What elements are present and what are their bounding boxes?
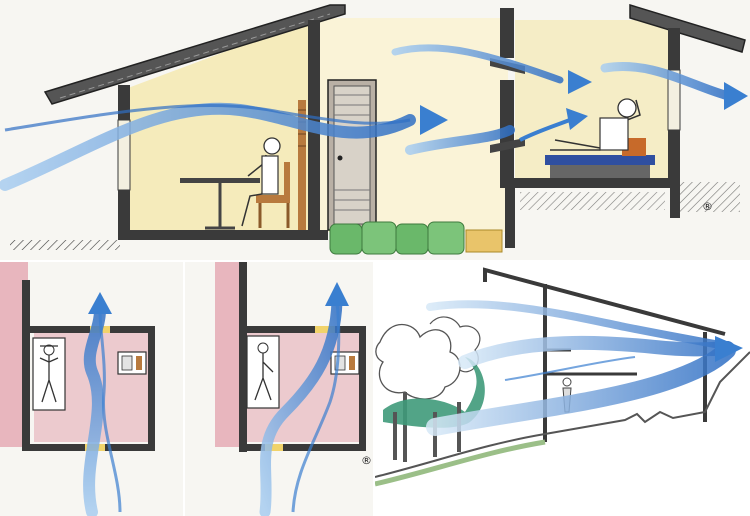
bed-icon xyxy=(32,337,66,411)
person-seated-icon xyxy=(180,137,290,230)
exterior-wall-tint xyxy=(215,262,243,447)
plan-ventilation-panel-2: ® xyxy=(185,262,373,516)
registered-mark: ® xyxy=(702,200,713,213)
plan-ventilation-panel-1 xyxy=(0,262,183,516)
plan-drawing-2 xyxy=(215,262,366,516)
registered-mark: ® xyxy=(361,454,372,467)
house-section-drawing xyxy=(0,3,748,255)
house-section-panel: ® xyxy=(0,0,750,260)
sink-icon xyxy=(117,351,147,375)
sink-icon xyxy=(330,351,360,375)
hillside-drawing xyxy=(375,267,750,487)
bed-icon xyxy=(246,335,280,409)
walls xyxy=(239,262,366,452)
right-room-interior xyxy=(515,20,680,180)
airflow-arrow-icon xyxy=(0,44,748,191)
shrubs xyxy=(329,221,503,255)
hillside-section-panel xyxy=(375,262,750,516)
airflow-arrow-icon xyxy=(426,300,743,436)
airflow-arrow-icon xyxy=(259,282,349,516)
door-icon xyxy=(327,79,377,231)
terrain xyxy=(375,351,750,487)
roof xyxy=(43,3,746,105)
tree-icon xyxy=(375,316,485,462)
airflow-arrow-icon xyxy=(83,292,122,516)
walls xyxy=(117,8,681,235)
floor-slabs xyxy=(10,178,740,250)
person-reclining-icon xyxy=(545,98,655,178)
plan-drawing-1 xyxy=(0,262,155,516)
